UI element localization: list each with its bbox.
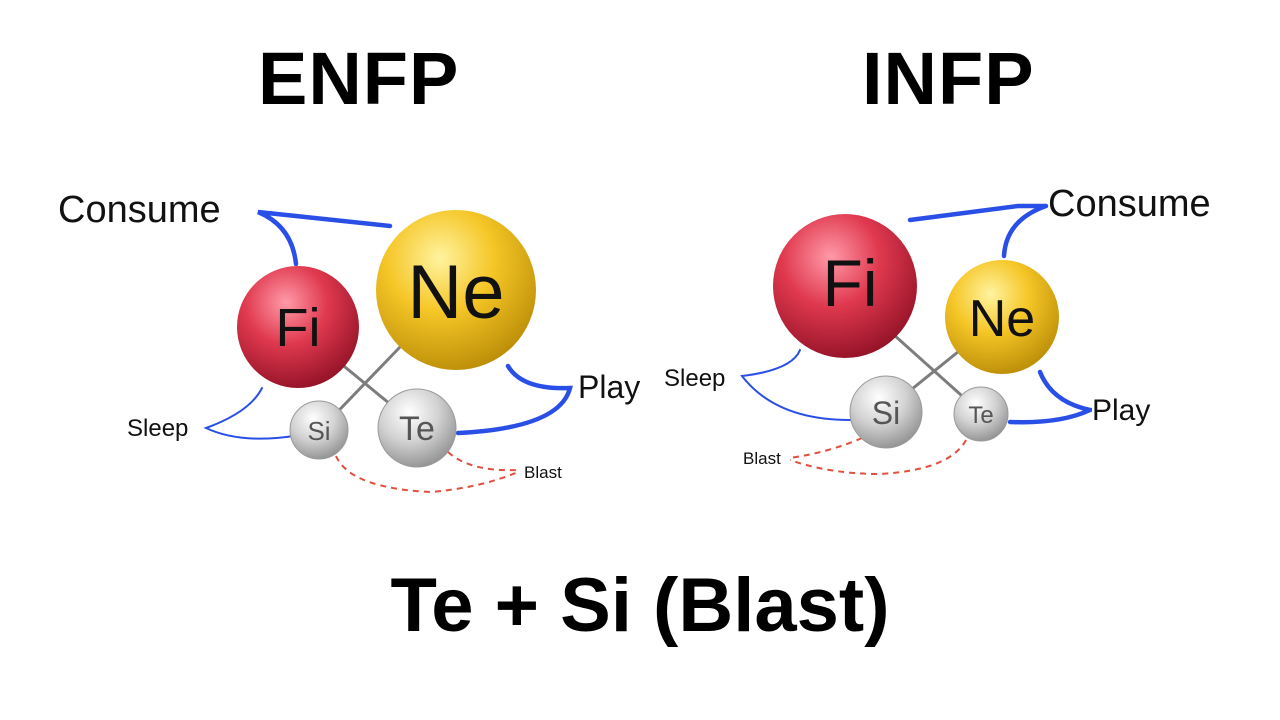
- infp-ne-label: Ne: [969, 290, 1035, 348]
- enfp-ne-label: Ne: [407, 250, 504, 335]
- infp-fi-sphere: [773, 214, 917, 358]
- enfp-te-label: Te: [399, 410, 435, 448]
- infp-si-label: Si: [872, 395, 900, 431]
- enfp-te-sphere: [377, 388, 457, 468]
- infp-title: INFP: [862, 37, 1035, 120]
- enfp-si-label: Si: [307, 416, 330, 446]
- enfp-title: ENFP: [258, 37, 460, 120]
- enfp-blast-connector: [335, 451, 519, 494]
- infp-play-connector: [1007, 369, 1098, 425]
- enfp-si-sphere: [289, 400, 349, 460]
- infp-te-label: Te: [968, 402, 993, 429]
- infp-play-mask: [1092, 392, 1106, 426]
- infp-si-sphere: [849, 375, 923, 449]
- infp-fi-label: Fi: [823, 246, 878, 320]
- infp-ne-sphere: [945, 260, 1059, 374]
- enfp-fi-label: Fi: [276, 298, 321, 358]
- enfp-diagram: Fi Ne Si Te Consume Play Sleep Blast: [58, 189, 640, 494]
- enfp-consume-label: Consume: [58, 189, 221, 231]
- enfp-fi-sphere: [237, 266, 359, 388]
- infp-diagram: Fi Ne Si Te Consume Play Sleep Blast: [664, 183, 1211, 476]
- enfp-play-label: Play: [578, 369, 640, 405]
- enfp-sleep-label: Sleep: [127, 415, 188, 442]
- enfp-blast-label: Blast: [524, 463, 562, 482]
- infp-blast-label: Blast: [743, 449, 781, 468]
- infp-te-sphere: [953, 386, 1009, 442]
- infp-consume-connector: [907, 203, 1049, 259]
- enfp-consume-connector: [257, 209, 393, 267]
- infp-blast-connector: [789, 437, 967, 476]
- enfp-sleep-connector: [203, 387, 295, 440]
- enfp-ne-sphere: [376, 210, 536, 370]
- caption: Te + Si (Blast): [390, 563, 890, 648]
- enfp-play-connector: [455, 363, 573, 436]
- infp-sleep-connector: [740, 349, 851, 421]
- infp-play-label: Play: [1092, 394, 1150, 427]
- infp-consume-label: Consume: [1048, 183, 1211, 225]
- infp-sleep-label: Sleep: [664, 365, 725, 392]
